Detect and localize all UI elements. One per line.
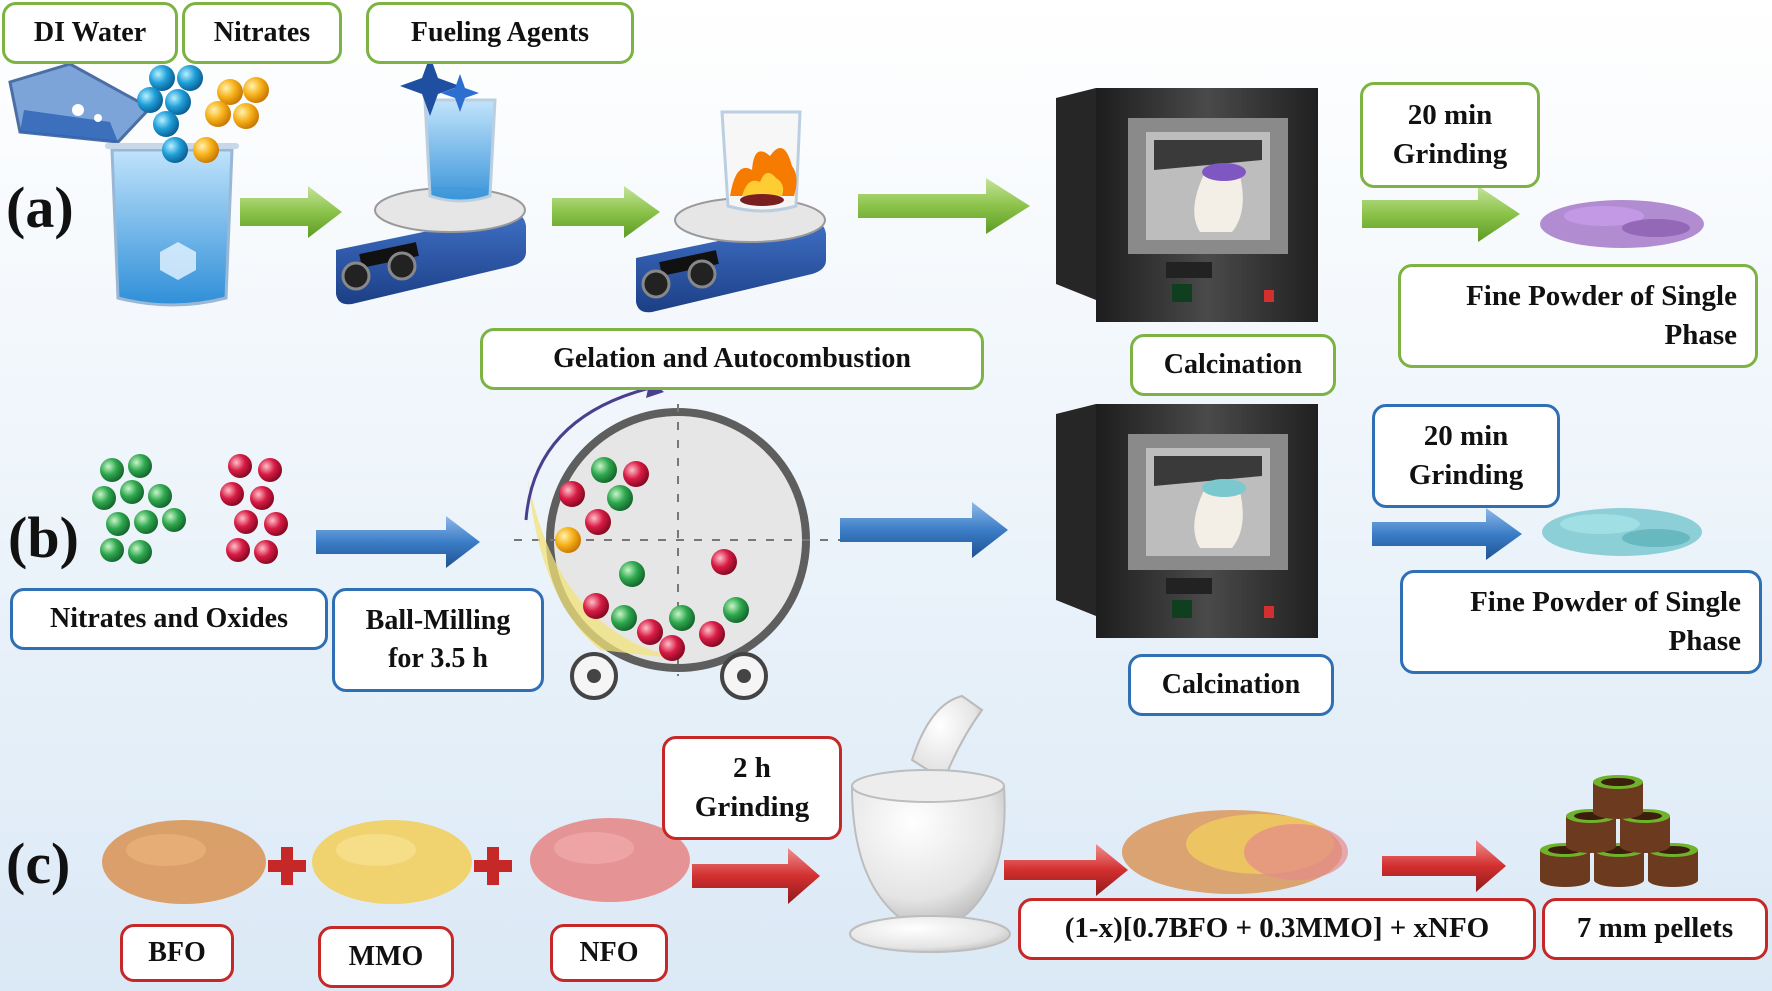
row-label-c: (c) bbox=[6, 831, 71, 896]
arrow-right-green bbox=[858, 178, 1030, 234]
arrow-right-red bbox=[692, 848, 820, 904]
arrow-right-red bbox=[1004, 844, 1128, 896]
arrow-right-green bbox=[1362, 186, 1520, 242]
furnace-icon bbox=[1056, 88, 1318, 322]
composite-formula: (1-x)[0.7BFO + 0.3MMO] + xNFO bbox=[1018, 898, 1536, 960]
step-calcination-a: Calcination bbox=[1130, 334, 1336, 396]
component-nfo: NFO bbox=[550, 924, 668, 982]
pellet-icon bbox=[1593, 775, 1643, 819]
pellet-icon bbox=[1566, 809, 1616, 853]
powder-pile-icon bbox=[1542, 508, 1702, 556]
row-label-b: (b) bbox=[8, 505, 79, 570]
component-mmo: MMO bbox=[318, 926, 454, 988]
beaker-icon bbox=[105, 143, 239, 307]
product-pellets: 7 mm pellets bbox=[1542, 898, 1768, 960]
powder-pile-bfo bbox=[102, 820, 266, 904]
flask-icon bbox=[8, 62, 153, 144]
arrow-right-green bbox=[552, 186, 660, 238]
row-label-a: (a) bbox=[6, 175, 74, 240]
powder-pile-mixed bbox=[1122, 810, 1348, 894]
ball-mill-icon bbox=[514, 380, 842, 700]
input-nitrates-oxides: Nitrates and Oxides bbox=[10, 588, 328, 650]
powder-pile-icon bbox=[1540, 200, 1704, 248]
powder-pile-mmo bbox=[312, 820, 472, 904]
input-fueling-agents: Fueling Agents bbox=[366, 2, 634, 64]
arrow-right-blue bbox=[1372, 508, 1522, 560]
step-calcination-b: Calcination bbox=[1128, 654, 1334, 716]
hotplate-stirrer-icon bbox=[336, 98, 526, 305]
flame-icon bbox=[730, 148, 797, 206]
pellet-stack-icon bbox=[1540, 775, 1698, 887]
component-bfo: BFO bbox=[120, 924, 234, 982]
arrow-right-red bbox=[1382, 840, 1506, 892]
mortar-pestle-icon bbox=[849, 694, 1011, 953]
nitrate-oxide-balls-icon bbox=[92, 454, 288, 564]
nitrate-balls-icon bbox=[137, 65, 269, 163]
powder-pile-nfo bbox=[530, 818, 690, 902]
sparkle-icon bbox=[400, 56, 479, 116]
furnace-icon bbox=[1056, 404, 1318, 638]
input-di-water: DI Water bbox=[2, 2, 178, 64]
plus-icon bbox=[268, 847, 306, 885]
input-nitrates: Nitrates bbox=[182, 2, 342, 64]
plus-icon bbox=[474, 847, 512, 885]
arrow-right-blue bbox=[316, 516, 480, 568]
arrow-right-green bbox=[240, 186, 342, 238]
arrow-right-blue bbox=[840, 502, 1008, 558]
pellet-icon bbox=[1620, 809, 1670, 853]
step-gelation-autocombustion: Gelation and Autocombustion bbox=[480, 328, 984, 390]
